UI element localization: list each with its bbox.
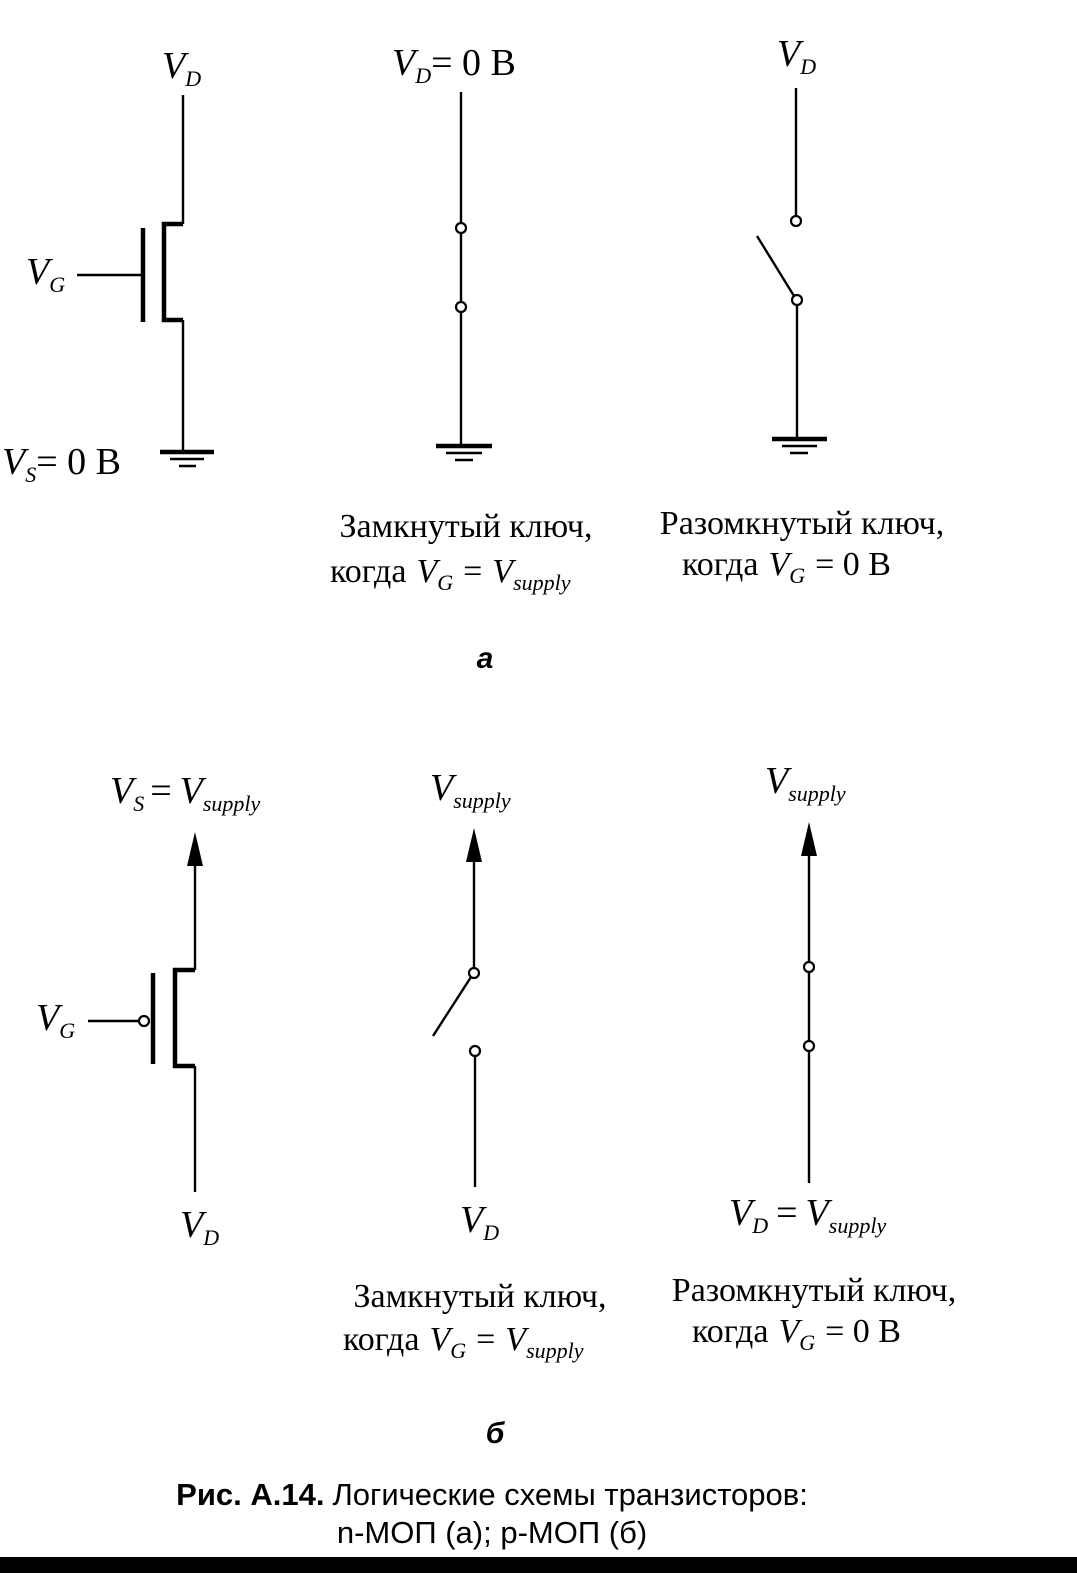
- pmos-source-label: VS=Vsupply: [110, 770, 261, 816]
- ground-icon: [772, 436, 827, 455]
- closed-switch-b-caption-1: Замкнутый ключ,: [354, 1278, 607, 1315]
- nmos-transistor: [77, 95, 214, 468]
- pmos-drain-label: VD: [180, 1204, 219, 1250]
- panel-b-tag: б: [486, 1417, 506, 1450]
- panel-b: VS=Vsupply VG VD Vsupply VD Vsupply VD=V…: [36, 760, 956, 1450]
- panel-a: VD VG VS= 0 В VD= 0 В: [2, 33, 944, 675]
- switch-contact-bottom: [454, 300, 468, 314]
- open-switch-a-top-label: VD: [777, 33, 816, 79]
- pmos-channel: [172, 967, 195, 1069]
- switch-blade: [431, 976, 473, 1037]
- open-switch-b-bottom-label: VD=Vsupply: [729, 1192, 886, 1238]
- switch-contact-bottom: [790, 293, 804, 307]
- open-switch-b-caption-1: Разомкнутый ключ,: [672, 1272, 956, 1309]
- open-switch-b: [801, 822, 817, 1183]
- arrow-up-icon: [801, 822, 817, 856]
- switch-blade: [755, 235, 796, 297]
- switch-contact-top: [467, 966, 481, 980]
- switch-contact-top: [789, 214, 803, 228]
- arrow-up-icon: [187, 832, 203, 866]
- nmos-drain-label: VD: [162, 45, 201, 91]
- panel-a-tag: а: [477, 642, 494, 675]
- switch-contact-top: [802, 960, 816, 974]
- closed-switch-a-caption-1: Замкнутый ключ,: [340, 508, 593, 545]
- nmos-channel: [161, 221, 183, 323]
- figure-caption-line-2: n-МОП (а); p-МОП (б): [337, 1515, 647, 1550]
- figure-caption-line-1: Рис. А.14.Логические схемы транзисторов:: [176, 1477, 808, 1512]
- closed-switch-a-top-label: VD= 0 В: [392, 42, 516, 88]
- closed-switch-a: [436, 92, 492, 462]
- open-switch-a: [755, 88, 827, 455]
- nmos-gate-label: VG: [26, 251, 65, 297]
- ground-icon: [160, 449, 214, 468]
- closed-switch-b-bottom-label: VD: [460, 1199, 499, 1245]
- closed-switch-b-top-label: Vsupply: [430, 767, 511, 813]
- pmos-gate-label: VG: [36, 997, 75, 1043]
- pmos-transistor: [88, 832, 203, 1192]
- inversion-bubble-icon: [137, 1014, 151, 1028]
- switch-contact-bottom: [468, 1044, 482, 1058]
- ground-icon: [436, 443, 492, 462]
- nmos-source-label: VS= 0 В: [2, 441, 121, 487]
- open-switch-b-top-label: Vsupply: [765, 760, 846, 806]
- switch-contact-top: [454, 221, 468, 235]
- switch-contact-bottom: [802, 1039, 816, 1053]
- closed-switch-b: [431, 828, 482, 1187]
- page-bottom-rule: [0, 1557, 1077, 1573]
- open-switch-a-caption-1: Разомкнутый ключ,: [660, 505, 944, 542]
- arrow-up-icon: [466, 828, 482, 862]
